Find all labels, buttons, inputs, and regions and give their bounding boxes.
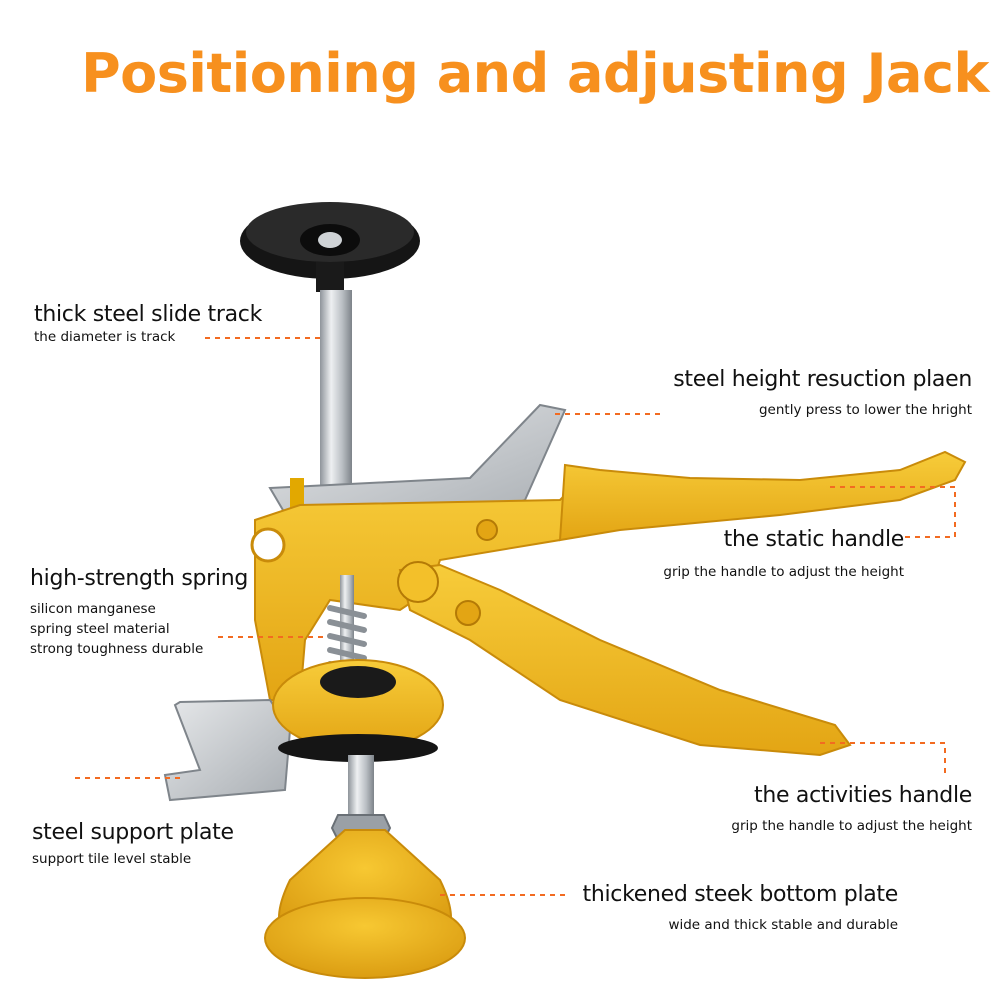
label-activities-handle: the activities handle grip the handle to… bbox=[731, 783, 972, 836]
label-support-plate: steel support plate support tile level s… bbox=[32, 820, 234, 869]
label-slide-track: thick steel slide track the diameter is … bbox=[34, 302, 262, 347]
label-sub: support tile level stable bbox=[32, 851, 192, 867]
support-plate-shape bbox=[163, 698, 292, 802]
static-handle-shape bbox=[558, 450, 967, 542]
label-sub: silicon manganese bbox=[30, 601, 156, 617]
label-static-handle-sub: grip the handle to adjust the height bbox=[663, 562, 904, 582]
label-height-plate: steel height resuction plaen gently pres… bbox=[673, 367, 972, 420]
label-sub: grip the handle to adjust the height bbox=[731, 818, 972, 834]
page-title: Positioning and adjusting Jack bbox=[81, 42, 989, 105]
label-heading: steel support plate bbox=[32, 820, 234, 845]
spring-housing bbox=[272, 659, 444, 762]
label-spring: high-strength spring silicon manganese s… bbox=[30, 566, 248, 659]
label-sub: strong toughness durable bbox=[30, 641, 204, 657]
label-static-handle: the static handle bbox=[723, 527, 905, 552]
activities-handle-shape bbox=[397, 561, 852, 757]
label-heading: thickened steek bottom plate bbox=[582, 882, 899, 907]
label-heading: thick steel slide track bbox=[34, 302, 263, 327]
label-sub: the diameter is track bbox=[34, 329, 176, 345]
leader-lines bbox=[75, 337, 956, 896]
leader-static-handle bbox=[830, 486, 956, 538]
label-bottom-plate: thickened steek bottom plate wide and th… bbox=[582, 882, 899, 935]
top-knob bbox=[240, 202, 420, 292]
label-heading: high-strength spring bbox=[30, 566, 249, 591]
label-heading: the static handle bbox=[723, 527, 905, 552]
label-sub: gently press to lower the hright bbox=[758, 402, 972, 418]
label-heading: steel height resuction plaen bbox=[673, 367, 972, 392]
label-heading: the activities handle bbox=[754, 783, 972, 808]
label-sub: grip the handle to adjust the height bbox=[663, 564, 904, 580]
label-sub: spring steel material bbox=[30, 621, 170, 637]
leader-activities-handle bbox=[820, 742, 946, 778]
label-sub: wide and thick stable and durable bbox=[668, 917, 898, 933]
bottom-plate-shape bbox=[264, 829, 466, 979]
